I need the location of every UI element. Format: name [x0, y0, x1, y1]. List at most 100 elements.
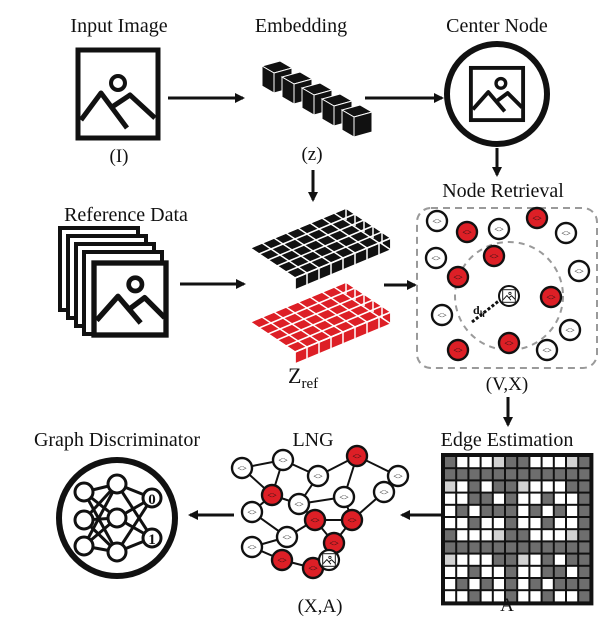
matrix-cell: [567, 493, 578, 504]
matrix-cell: [457, 457, 468, 468]
matrix-cell: [542, 542, 553, 553]
matrix-cell: [554, 518, 565, 529]
graph-node-white: <>: [275, 525, 299, 549]
matrix-cell: [506, 481, 517, 492]
matrix-cell: [469, 579, 480, 590]
graph-node-red: <>: [340, 508, 364, 532]
graph-node-white: <>: [306, 464, 330, 488]
node-glyph: <>: [282, 532, 292, 542]
matrix-cell: [457, 469, 468, 480]
graph-node-red: <>: [345, 444, 369, 468]
matrix-cell: [579, 457, 590, 468]
grid-line: [297, 301, 344, 333]
matrix-cell: [554, 493, 565, 504]
grid-line: [294, 237, 392, 279]
matrix-cell: [567, 469, 578, 480]
graph-node-white: <>: [430, 303, 454, 327]
matrix-cell: [481, 542, 492, 553]
matrix-cell: [457, 505, 468, 516]
node-glyph: <>: [294, 499, 304, 509]
node-glyph: <>: [462, 227, 472, 237]
matrix-cell: [457, 566, 468, 577]
graph-node-white: <>: [332, 485, 356, 509]
grid-line: [267, 293, 365, 335]
node-glyph: <>: [542, 345, 552, 355]
graph-node-red: <>: [539, 285, 563, 309]
matrix-cell: [518, 481, 529, 492]
matrix-cell: [554, 554, 565, 565]
grid-line: [321, 291, 368, 323]
adjacency-matrix-icon: [441, 453, 594, 606]
grid-line: [297, 227, 344, 259]
matrix-cell: [518, 554, 529, 565]
nn-connection: [115, 497, 154, 553]
grid-line: [258, 287, 356, 329]
distance-line: [471, 298, 501, 324]
matrix-cell: [530, 554, 541, 565]
graph-node-white: <>: [372, 480, 396, 504]
matrix-cell: [579, 518, 590, 529]
input-image-title: Input Image: [70, 15, 167, 37]
matrix-cell: [469, 457, 480, 468]
matrix-cell: [542, 493, 553, 504]
zref-symbol: Zref: [288, 363, 318, 392]
node-glyph: <>: [308, 563, 318, 573]
matrix-cell: [579, 469, 590, 480]
matrix-cell: [469, 505, 480, 516]
nn-connection: [115, 483, 154, 539]
input-symbol-I: (I): [110, 146, 129, 167]
graph-node-white: <>: [240, 500, 264, 524]
node-glyph: <>: [453, 272, 463, 282]
matrix-cell: [579, 591, 590, 602]
matrix-cell: [457, 554, 468, 565]
graph-node-red: <>: [303, 508, 327, 532]
grid-line: [276, 225, 374, 267]
grid-line: [345, 207, 392, 239]
graph-node-red: <>: [270, 548, 294, 572]
grid-line: [321, 217, 368, 249]
matrix-cell: [567, 554, 578, 565]
matrix-cell: [542, 505, 553, 516]
node-glyph: <>: [453, 345, 463, 355]
matrix-cell: [506, 518, 517, 529]
node-retrieval-title: Node Retrieval: [442, 180, 564, 202]
matrix-cell: [530, 493, 541, 504]
grid-line: [333, 286, 380, 318]
matrix-cell: [457, 530, 468, 541]
graph-node-white: <>: [535, 338, 559, 362]
node-glyph: <>: [561, 228, 571, 238]
matrix-cell: [481, 579, 492, 590]
matrix-cell: [530, 505, 541, 516]
matrix-cell: [530, 457, 541, 468]
matrix-cell: [445, 554, 456, 565]
embedding-title: Embedding: [255, 15, 347, 37]
matrix-cell: [481, 481, 492, 492]
matrix-cell: [518, 530, 529, 541]
matrix-cell: [518, 542, 529, 553]
matrix-cell: [518, 457, 529, 468]
matrix-cell: [445, 469, 456, 480]
matrix-cell: [554, 566, 565, 577]
matrix-cell: [457, 591, 468, 602]
node-glyph: <>: [352, 451, 362, 461]
grid-line: [258, 213, 356, 255]
matrix-cell: [481, 493, 492, 504]
graph-node-white: <>: [386, 464, 410, 488]
nn-neuron: [141, 487, 163, 509]
grid-line: [249, 321, 296, 353]
grid-line: [345, 281, 392, 313]
matrix-cell: [579, 554, 590, 565]
matrix-cell: [554, 469, 565, 480]
node-retrieval-box: [416, 207, 598, 369]
graph-node-white: <>: [287, 492, 311, 516]
node-glyph: <>: [431, 253, 441, 263]
matrix-cell: [518, 579, 529, 590]
node-glyph: <>: [504, 338, 514, 348]
matrix-cell: [579, 481, 590, 492]
matrix-cell: [481, 518, 492, 529]
matrix-cell: [481, 591, 492, 602]
grid-line: [273, 237, 320, 269]
matrix-cell: [469, 530, 480, 541]
grid-line: [249, 207, 347, 249]
reference-data-image-stack: [58, 226, 166, 335]
